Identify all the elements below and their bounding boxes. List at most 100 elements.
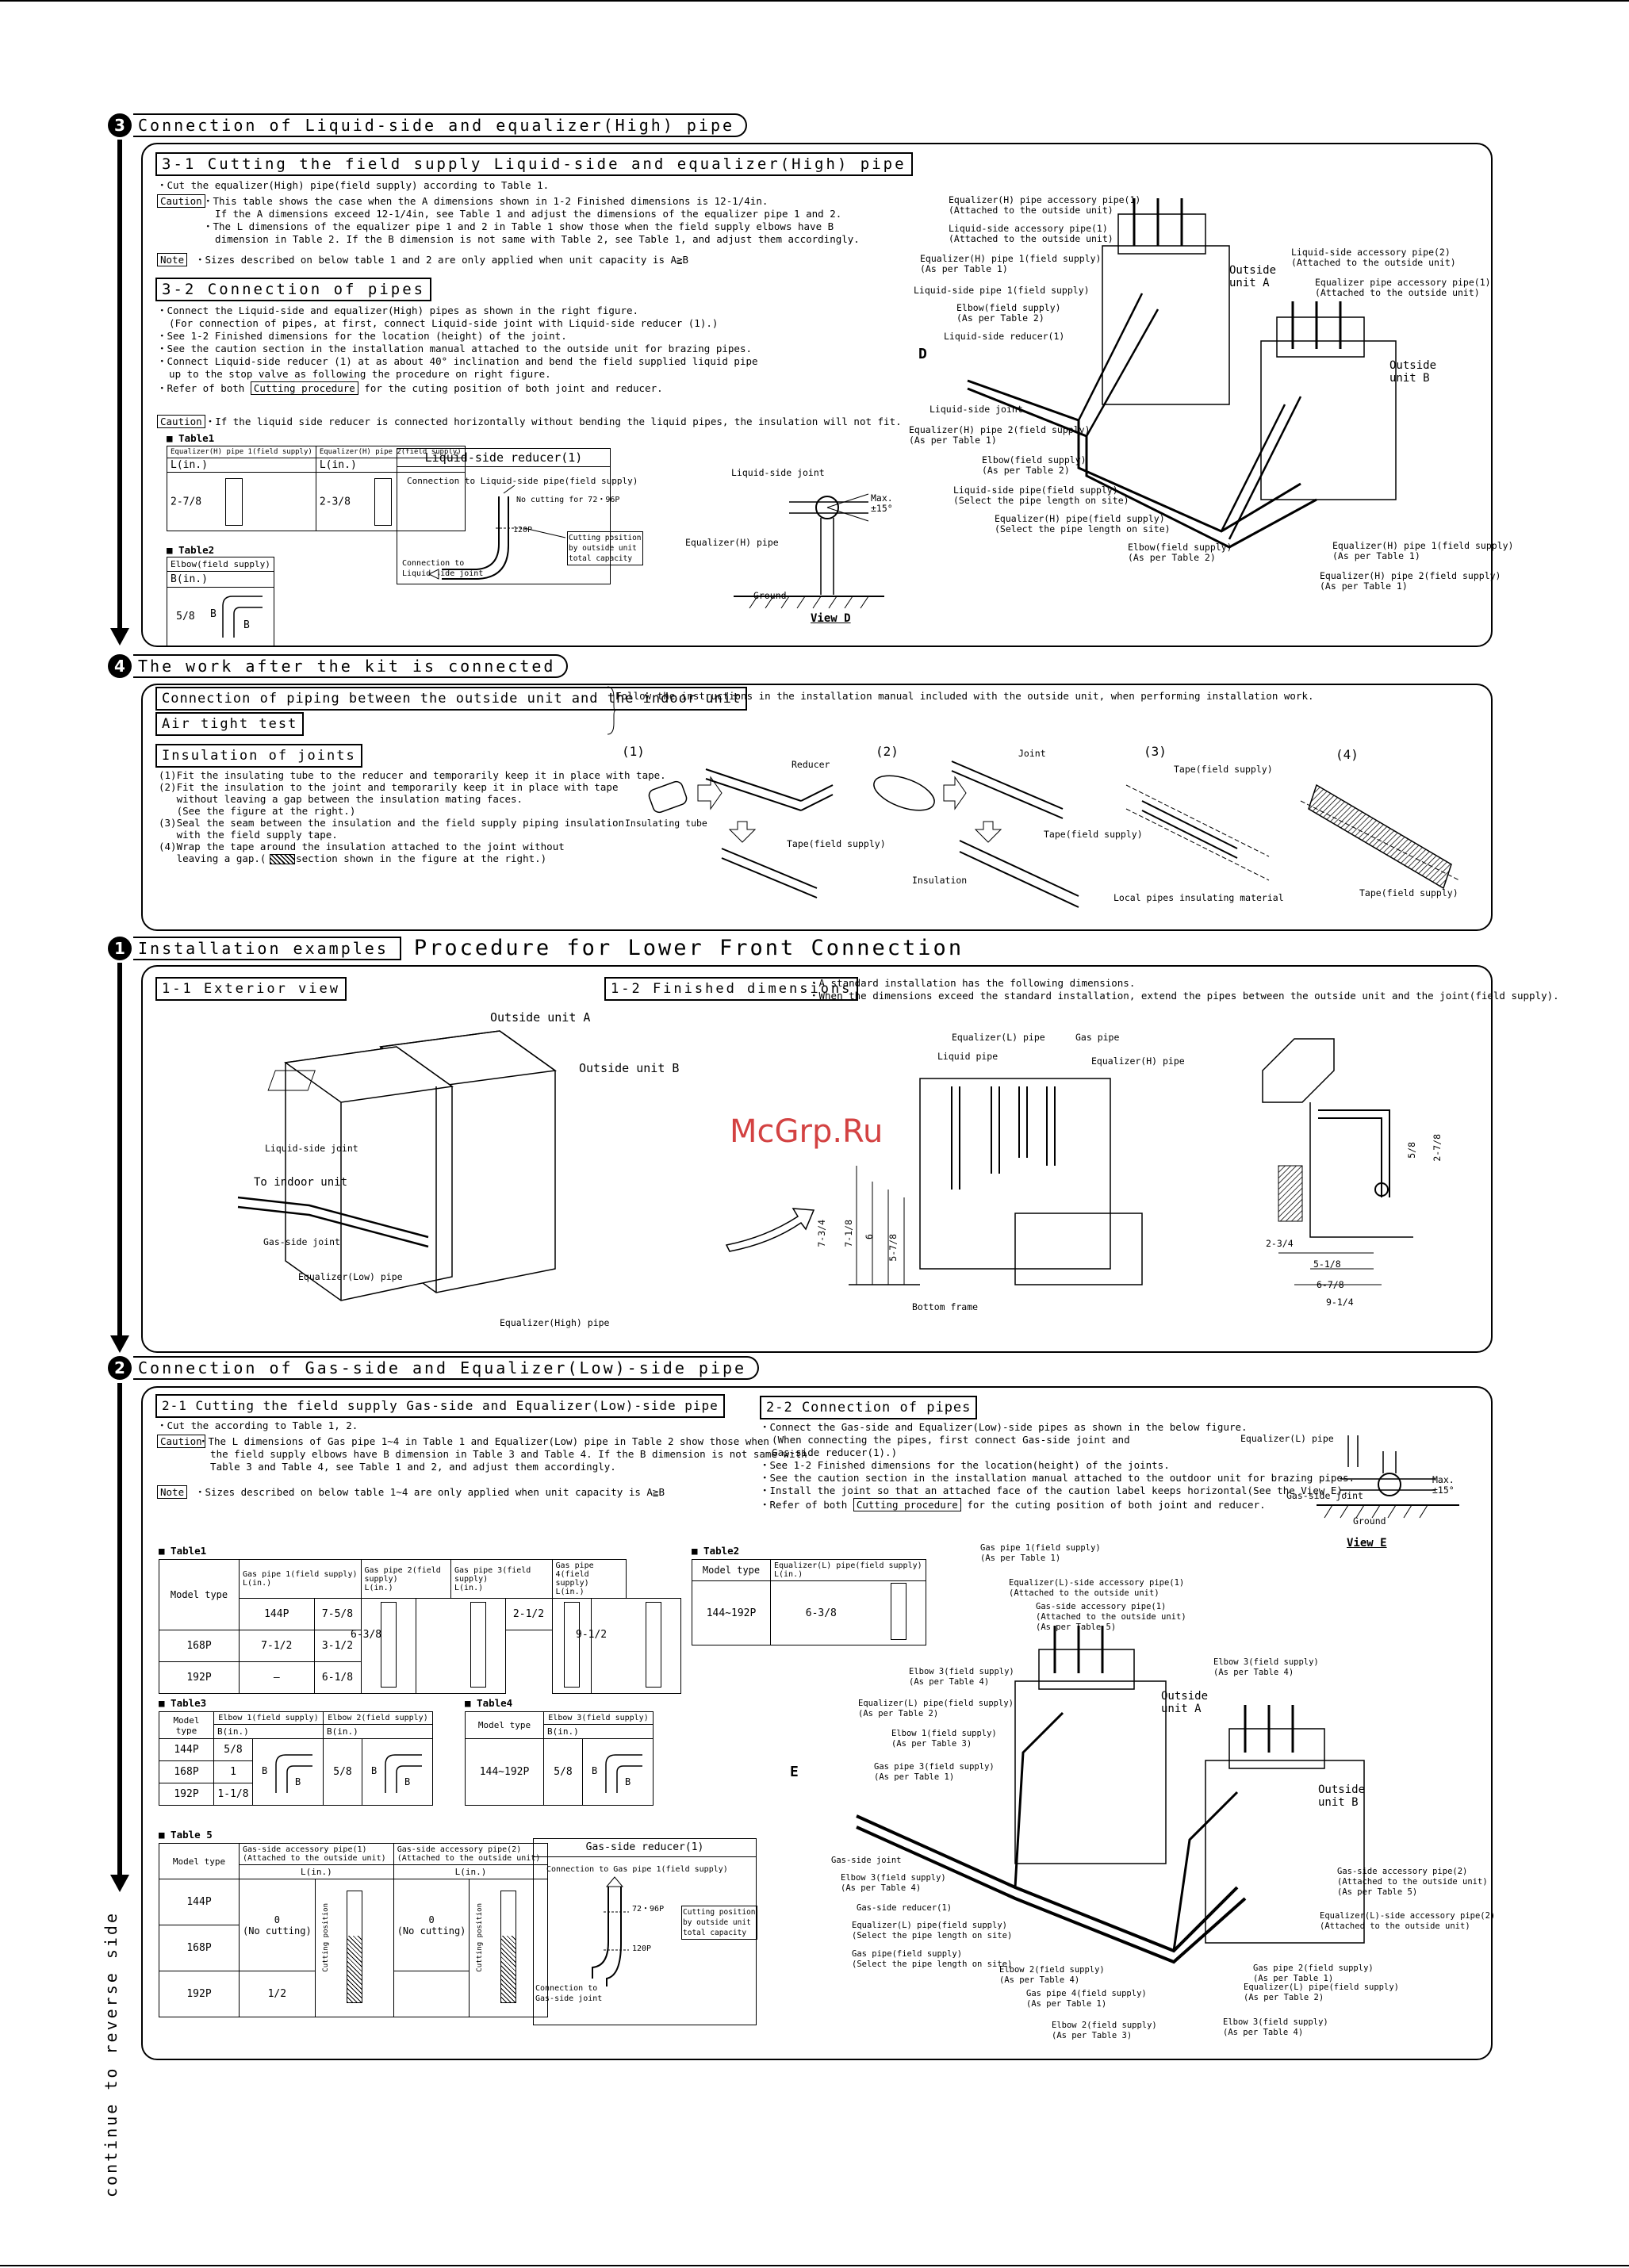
table-cell: 5/8 [323, 1738, 362, 1806]
dim-front: 5-7/8 [887, 1234, 899, 1262]
sec2-fig-label: Elbow 2(field supply) (As per Table 3) [1052, 2021, 1157, 2040]
table-header: Elbow 3(field supply) [543, 1711, 654, 1725]
sec3-table2: Elbow(field supply) B(in.) 5/8 B B [166, 557, 274, 646]
fin-label: Bottom frame [912, 1301, 979, 1312]
liquid-reducer-conn: Connection to Liquid-side pipe(field sup… [407, 476, 638, 486]
section3-caution2: Caution・If the liquid side reducer is co… [157, 415, 902, 428]
table-cell [393, 1971, 470, 2017]
section1-header: 1 Installation examples Procedure for Lo… [108, 936, 964, 960]
sec3-fig-label: Liquid-side reducer(1) [944, 331, 1065, 342]
table-cell: 192P [159, 1971, 240, 2017]
svg-text:B: B [371, 1765, 377, 1776]
table-cell: 2-7/8 [167, 472, 316, 531]
section3-flow-arrow [117, 140, 122, 628]
hatch-swatch [270, 854, 295, 864]
section2-sub2: 2-2 Connection of pipes [760, 1396, 978, 1419]
section2-conn-line: (When connecting the pipes, first connec… [760, 1434, 1130, 1446]
section4-header: 4 The work after the kit is connected [108, 654, 569, 678]
section3-panel [141, 143, 1493, 647]
section3-conn-line: up to the stop valve as following the pr… [157, 368, 551, 380]
liquid-reducer-nocut: No cutting for 72・96P [516, 496, 620, 504]
svg-text:B: B [210, 608, 217, 620]
table-cell [590, 1598, 627, 1694]
cut-diagram: Cutting position [314, 1879, 394, 2017]
section4-box-insulation: Insulation of joints [155, 744, 362, 768]
cut-position-label: Cutting position [321, 1903, 330, 1972]
fin-label: Gas pipe [1075, 1032, 1120, 1043]
section4-fig-label: Local pipes insulating material [1113, 892, 1284, 903]
table-header: Equalizer(H) pipe 1(field supply) [167, 446, 316, 458]
watermark: McGrp.Ru [730, 1113, 883, 1150]
sec2-piping-figure [856, 1626, 1365, 1964]
section1-panel [141, 965, 1493, 1353]
svg-text:B: B [592, 1765, 597, 1776]
svg-text:B: B [262, 1765, 267, 1776]
section3-note-tag: Note [157, 253, 188, 266]
section3-conn-line: ・Connect the Liquid-side and equalizer(H… [157, 305, 639, 316]
section4-box-piping: Connection of piping between the outside… [155, 687, 748, 711]
view-d-eq-label: Equalizer(H) pipe [685, 537, 779, 548]
sec2-fig-label: Elbow 3(field supply) (As per Table 4) [1223, 2017, 1328, 2037]
table-header: Elbow 2(field supply) [323, 1711, 433, 1725]
sec3-fig-label: Liquid-side accessory pipe(1) (Attached … [949, 223, 1113, 244]
sec3-fig-view-d-marker: D [918, 346, 927, 362]
view-d-max-label: Max. ±15° [871, 492, 893, 514]
dim-side: 5/8 [1406, 1142, 1417, 1159]
table-cell: 6-3/8 [769, 1580, 872, 1645]
section2-panel [141, 1386, 1493, 2060]
sec2-fig-label: Elbow 3(field supply) (As per Table 4) [841, 1873, 946, 1893]
section4-fig-label: Tape(field supply) [1174, 764, 1273, 775]
section3-conn-line: ・See 1-2 Finished dimensions for the loc… [157, 330, 567, 342]
table-cell: 168P [159, 1925, 240, 1971]
section1-std-line: ・When the dimensions exceed the standard… [809, 990, 1559, 1002]
sec3-table2-title: ■ Table2 [167, 544, 215, 556]
gas-reducer-box: Gas-side reducer(1) Connection to Gas pi… [533, 1838, 757, 2025]
sec2-fig-label: Equalizer(L) pipe(field supply) (As per … [858, 1699, 1014, 1718]
sec2-table1-g2-value: 6-3/8 [351, 1629, 382, 1641]
table-cell: 144~192P [692, 1580, 771, 1645]
section2-cut-note: ・Cut the according to Table 1, 2. [157, 1419, 358, 1431]
section3-sub1-title: 3-1 Cutting the field supply Liquid-side… [155, 152, 913, 176]
sec3-table1-title: ■ Table1 [167, 432, 215, 444]
section3-caution-line: ・The L dimensions of the equalizer pipe … [203, 220, 834, 232]
table-header: Elbow(field supply) [167, 557, 274, 572]
section3-caution-tag: Caution [157, 194, 205, 208]
sec2-table3-title: ■ Table3 [159, 1697, 207, 1709]
section4-step: (1)Fit the insulating tube to the reduce… [159, 769, 666, 781]
sec3-fig-label: Equalizer(H) pipe(field supply) (Select … [995, 513, 1171, 534]
ext-label: Liquid-side joint [265, 1143, 358, 1154]
view-e-ground-label: Ground [1353, 1515, 1386, 1527]
ext-label: Equalizer(High) pipe [500, 1317, 610, 1328]
view-e-joint-label: Gas-side joint [1286, 1490, 1363, 1501]
sec2-fig-label: Gas-side accessory pipe(1) (Attached to … [1036, 1602, 1186, 1632]
section4-step: (4)Wrap the tape around the insulation a… [159, 841, 565, 852]
sec2-fig-label: Elbow 2(field supply) (As per Table 4) [999, 1965, 1105, 1985]
dim-side: 2-3/4 [1266, 1238, 1294, 1249]
exterior-view-drawing [237, 1030, 557, 1301]
section3-title: Connection of Liquid-side and equalizer(… [133, 113, 748, 137]
dim-front: 6 [864, 1234, 875, 1239]
sec2-table5-title: ■ Table 5 [159, 1829, 213, 1841]
section4-insulation-figures [648, 760, 1460, 908]
sec3-fig-unit-a: Outside unit A [1229, 264, 1277, 289]
section3-number: 3 [108, 113, 132, 137]
table-cell: 192P [159, 1661, 240, 1694]
section4-fig-label: Insulating tube [625, 818, 707, 829]
section2-conn-line: ・Refer of both Cutting procedure for the… [760, 1498, 1266, 1511]
svg-text:B: B [243, 619, 250, 631]
ext-label: To indoor unit [254, 1176, 348, 1189]
section1-arrow-head [110, 1335, 129, 1353]
section2-number: 2 [108, 1356, 132, 1380]
section4-fig-label: Tape(field supply) [787, 838, 886, 849]
view-e-drawing [1317, 1435, 1459, 1519]
sec3-fig-label: Equalizer(H) pipe 2(field supply) (As pe… [909, 424, 1090, 446]
section4-step: (See the figure at the right.) [159, 805, 356, 817]
table-header: Model type [692, 1559, 771, 1581]
table-cell: B(in.) [167, 571, 274, 588]
liquid-reducer-120: 120P [513, 526, 533, 534]
finished-dims-side-drawing [1262, 1038, 1413, 1285]
sec2-fig-label: Elbow 1(field supply) (As per Table 3) [891, 1729, 997, 1749]
table-cell: L(in.) [393, 1864, 549, 1879]
section4-fig-label: Joint [1018, 748, 1046, 759]
